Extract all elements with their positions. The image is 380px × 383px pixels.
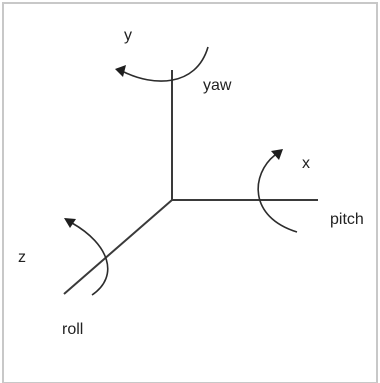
z-axis-line bbox=[63, 199, 173, 295]
yaw-arrowhead bbox=[115, 65, 126, 77]
z-axis-label: z bbox=[18, 249, 26, 266]
yaw-rotation-arrow bbox=[115, 46, 209, 82]
roll-label: roll bbox=[62, 321, 83, 338]
pitch-label: pitch bbox=[330, 211, 364, 228]
pitch-arrowhead bbox=[271, 149, 283, 160]
yaw-label: yaw bbox=[203, 77, 232, 94]
y-axis-label: y bbox=[124, 27, 132, 44]
roll-arrowhead bbox=[64, 218, 76, 228]
pitch-rotation-arrow bbox=[257, 149, 298, 233]
roll-rotation-arrow bbox=[64, 218, 109, 296]
x-axis-label: x bbox=[302, 155, 310, 172]
